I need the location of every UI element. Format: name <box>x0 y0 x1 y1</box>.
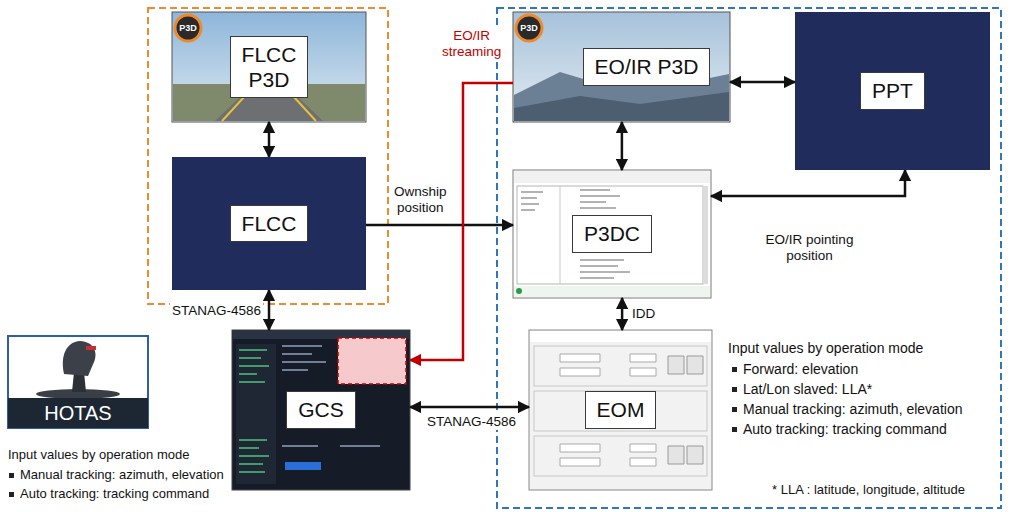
sim-mountains <box>514 92 729 121</box>
window-titlebar <box>514 171 710 183</box>
form-buttons <box>668 356 703 464</box>
bullet-mark <box>732 387 737 392</box>
bullet-text: Forward: elevation <box>743 361 858 378</box>
status-bar <box>514 286 710 297</box>
gcs-panel <box>236 344 276 484</box>
streaming-arrow <box>410 83 513 360</box>
connector-label: STANAG-4586 <box>425 414 518 430</box>
bullet-mark <box>732 427 737 432</box>
connector-label: STANAG-4586 <box>170 303 263 319</box>
connector-arrow <box>410 406 529 409</box>
connector-label: EO/IR pointing position <box>750 232 869 264</box>
bullet-mark <box>732 407 737 412</box>
bullet-mark <box>732 367 737 372</box>
group-outline <box>148 8 388 304</box>
note-text: Input values by operation mode <box>728 340 923 357</box>
hotas-frame <box>8 336 148 428</box>
pane-divider <box>560 186 561 284</box>
device-label: HOTAS <box>8 398 148 428</box>
computer-box: FLCC <box>172 157 366 290</box>
joystick-grip <box>63 341 96 376</box>
connector-arrow <box>730 81 795 84</box>
node-label: PPT <box>860 72 925 109</box>
connector-arrow <box>621 122 624 170</box>
gcs-button <box>285 462 321 470</box>
bullet-mark <box>9 492 14 497</box>
bullet-mark <box>9 473 14 478</box>
node-label: FLCC <box>230 205 309 242</box>
connector-arrow <box>711 170 905 196</box>
connector-arrow <box>621 298 624 330</box>
window-pane <box>517 186 703 284</box>
sim-screen <box>513 12 730 122</box>
node-label: EOM <box>585 391 657 428</box>
connector-arrow <box>366 224 513 227</box>
node-label: P3DC <box>572 215 652 252</box>
app-window <box>513 170 711 298</box>
bullet-text: Auto tracking: tracking command <box>20 486 209 502</box>
logo-text: P3D <box>515 22 543 34</box>
joystick-button <box>86 346 96 350</box>
p3d-logo <box>175 15 201 41</box>
node-label: GCS <box>286 391 356 428</box>
bullet-text: Lat/Lon slaved: LLA* <box>743 381 872 398</box>
status-dot <box>516 288 522 294</box>
settings-group <box>534 391 707 431</box>
connector-label: Ownship position <box>392 184 449 216</box>
node-label: FLCC P3D <box>230 36 309 98</box>
connector-label: IDD <box>630 306 657 322</box>
software-window: P3DC <box>513 170 711 298</box>
group-outline <box>497 8 1001 508</box>
hotas-device: HOTAS <box>8 336 148 428</box>
note-text: * LLA : latitude, longitude, altitude <box>772 482 965 498</box>
faux-text <box>239 350 269 472</box>
connector-label: EO/IR streaming <box>440 28 503 60</box>
simulator-screen: P3D EO/IR P3D <box>513 12 730 122</box>
p3d-logo <box>516 15 542 41</box>
connector-arrow <box>268 122 271 157</box>
simulator-screen: P3D FLCC P3D <box>172 12 366 122</box>
logo-text: P3D <box>174 22 202 34</box>
connector-arrow <box>268 290 271 330</box>
bullet-text: Manual tracking: azimuth, elevation <box>743 401 962 418</box>
gcs-screen <box>232 330 410 490</box>
sim-screen <box>172 12 366 122</box>
computer-box: PPT <box>795 12 990 170</box>
app-window <box>529 330 712 490</box>
input-fields <box>560 354 656 466</box>
window-titlebar <box>530 331 711 342</box>
node-label: EO/IR P3D <box>583 48 711 85</box>
note-text: Input values by operation mode <box>8 447 189 463</box>
gcs-screen: GCS <box>232 330 410 490</box>
bullet-text: Auto tracking: tracking command <box>743 421 947 438</box>
software-window: EOM <box>529 330 712 490</box>
video-region <box>338 338 406 384</box>
scrollbar <box>703 186 708 284</box>
bullet-text: Manual tracking: azimuth, elevation <box>20 467 224 483</box>
